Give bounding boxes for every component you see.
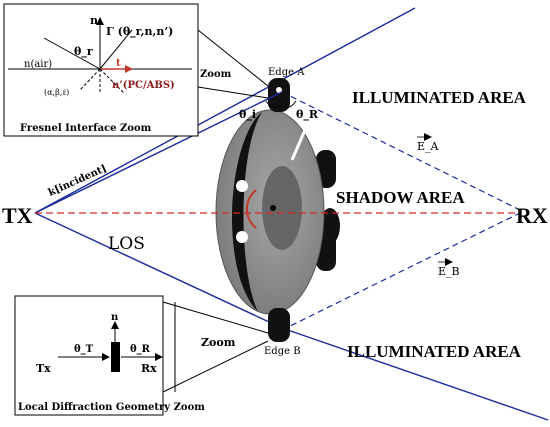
tx-label: TX — [2, 203, 33, 228]
zoom-top-line-b — [197, 86, 269, 99]
fresnel-theta-r-label: θ_r — [74, 45, 93, 59]
ray-tx-to-edge-b — [34, 212, 283, 329]
theta-r-main-label: θ_R — [296, 108, 319, 122]
edge-a-knob — [268, 78, 290, 112]
zoom-bottom-line-b — [162, 340, 269, 393]
diffraction-theta-t-label: θ_T — [74, 344, 94, 355]
e-b-label: E_B — [438, 265, 460, 278]
shadow-area-label: SHADOW AREA — [336, 188, 465, 207]
edge-b-label: Edge B — [264, 346, 301, 357]
illuminated-area-top-label: ILLUMINATED AREA — [352, 88, 527, 107]
zoom-top-label: Zoom — [200, 69, 232, 80]
fresnel-gamma-label: Γ (θ_r,n,n’) — [106, 25, 173, 39]
ray-edge-b-extension — [281, 327, 549, 421]
diffraction-tx-label: Tx — [36, 362, 51, 375]
fresnel-caption: Fresnel Interface Zoom — [20, 123, 152, 134]
diffraction-rx-label: Rx — [141, 362, 157, 375]
ray-tx-to-top-far — [34, 7, 416, 214]
local-diffraction-inset: n θ_T θ_R Tx Rx Local Diffraction Geomet… — [14, 295, 205, 416]
ray-tx-to-edge-a — [34, 91, 283, 214]
fresnel-reflected-ray — [99, 29, 133, 70]
rx-label: RX — [516, 203, 548, 228]
fresnel-incident-ray — [43, 37, 101, 70]
theta-r-arc — [283, 100, 297, 108]
ray-edge-a-dashed — [281, 91, 521, 211]
zoom-bottom-label: Zoom — [201, 336, 236, 349]
vehicle-body — [215, 109, 340, 315]
ray-edge-b-dashed — [281, 212, 521, 331]
zoom-bottom-line-a — [162, 301, 269, 334]
diffraction-edge-block — [111, 342, 120, 372]
e-a-label: E_A — [417, 140, 440, 153]
los-label: LOS — [108, 234, 145, 254]
zoom-top-line-a — [197, 29, 269, 87]
theta-i-arc — [265, 100, 283, 108]
diffraction-theta-r-label: θ_R — [130, 344, 151, 355]
fresnel-n-label: n — [90, 14, 98, 27]
diffraction-caption: Local Diffraction Geometry Zoom — [18, 402, 205, 413]
fresnel-interface-inset: n Γ (θ_r,n,n’) θ_r n(air) t n’(PC/ABS) (… — [3, 3, 199, 137]
edge-b-knob — [268, 308, 290, 342]
fresnel-alpha-beta-label: (α,β,ℓ) — [44, 88, 69, 97]
illuminated-area-bottom-label: ILLUMINATED AREA — [347, 342, 522, 361]
fresnel-n-air-label: n(air) — [24, 59, 52, 70]
edge-a-label: Edge A — [268, 67, 305, 78]
fresnel-refracted-dashed — [99, 68, 125, 94]
theta-i-label: θ_i — [239, 108, 256, 122]
diffraction-n-label: n — [111, 312, 119, 323]
fresnel-n-prime-label: n’(PC/ABS) — [112, 80, 175, 91]
fresnel-t-label: t — [116, 58, 121, 69]
